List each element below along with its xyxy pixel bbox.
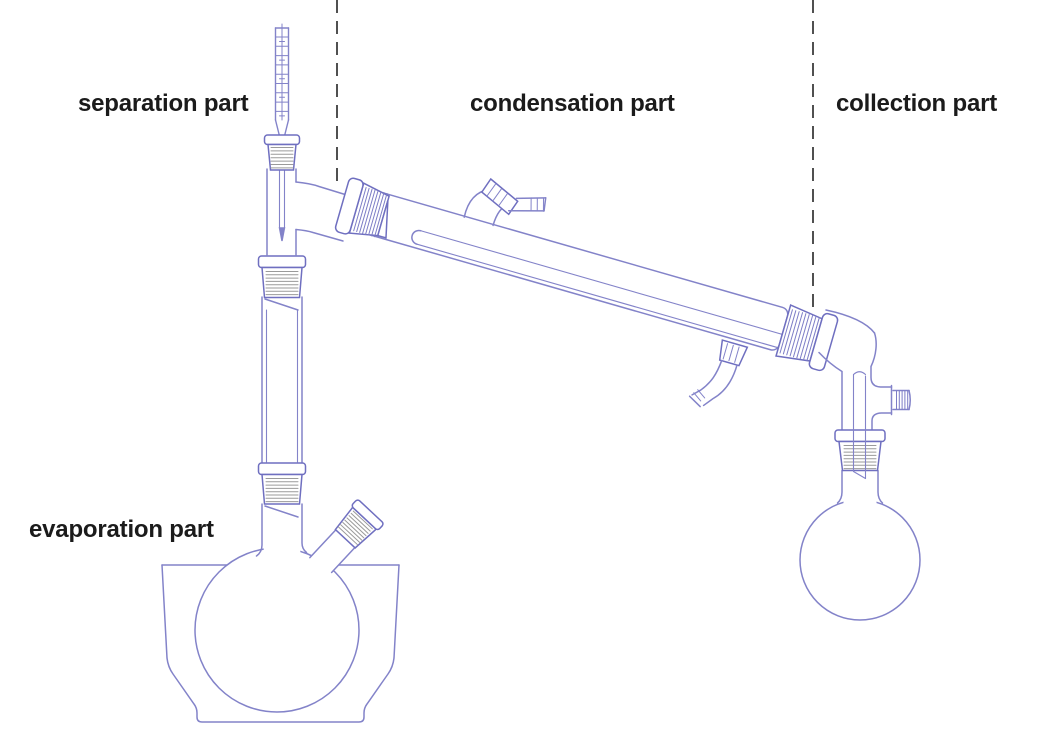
thermometer-bulb-tip: [278, 227, 286, 242]
condenser-jacket: [349, 187, 789, 351]
thermometer-adapter: [263, 134, 301, 171]
column-top-joint-cuff: [257, 255, 307, 269]
label-collection-part: collection part: [836, 90, 998, 117]
vacuum-hose-barb: [890, 384, 911, 416]
hose-barb: [691, 359, 723, 396]
label-condensation-part: condensation part: [470, 90, 675, 117]
label-evaporation-part: evaporation part: [29, 516, 214, 543]
condenser-end-joint: [775, 304, 839, 372]
evaporation-flask: [194, 499, 384, 713]
still-head: [266, 168, 351, 257]
condenser-head-joint: [334, 177, 390, 239]
still-head-side-arm: [295, 181, 351, 197]
column-bottom-joint-cuff: [257, 462, 307, 476]
evaporation-flask-bulb: [194, 547, 360, 713]
vacuum-adapter: [818, 309, 911, 480]
condenser-water-port-top: [463, 177, 547, 227]
condenser-inner-tube: [411, 229, 422, 245]
thermometer: [274, 23, 290, 242]
joint-cone-tip: [376, 200, 389, 239]
collection-flask: [799, 469, 921, 621]
receiver-joint-cuff: [834, 429, 886, 443]
second-neck-cuff: [351, 499, 384, 531]
adapter-drip-tube: [852, 371, 867, 480]
flask-second-neck: [306, 499, 384, 580]
condenser-water-port-bottom: [688, 339, 749, 408]
section-dividers: [336, 0, 814, 308]
hose-collar: [480, 177, 519, 216]
label-separation-part: separation part: [78, 90, 249, 117]
condenser: [334, 177, 839, 408]
collection-flask-bulb: [799, 499, 921, 621]
fractionating-column: [257, 255, 307, 518]
